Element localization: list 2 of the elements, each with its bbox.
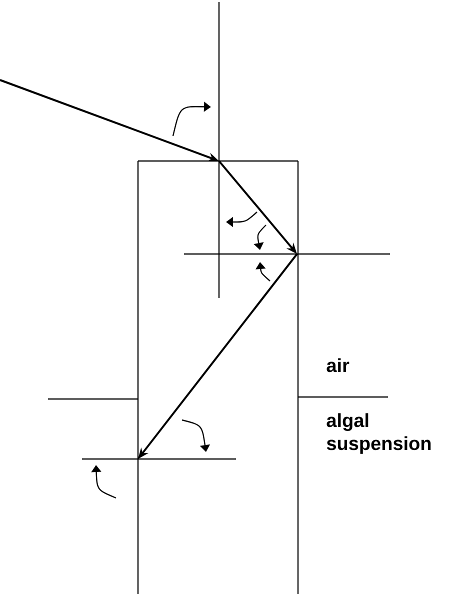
label: air	[326, 358, 350, 372]
label: algal suspension	[326, 413, 431, 454]
